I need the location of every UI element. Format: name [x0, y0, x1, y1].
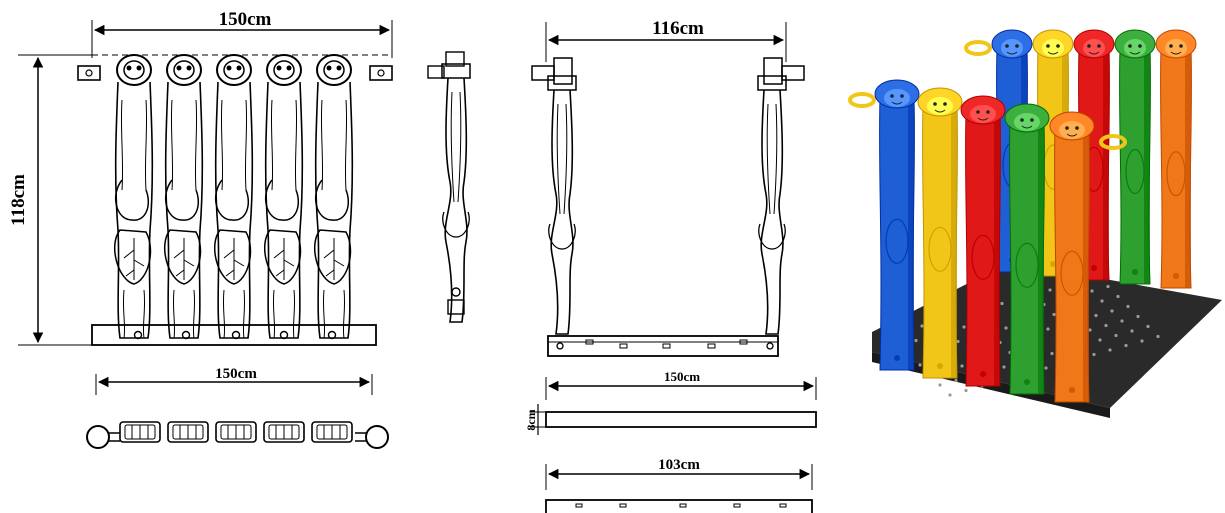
- top-view: 150cm: [86, 366, 389, 449]
- back-panel-4: [1114, 29, 1156, 285]
- front-panel-2: [163, 54, 204, 339]
- top-module-1: [119, 421, 161, 443]
- board-hole: [1046, 327, 1050, 331]
- front-panel-render-4: [1004, 103, 1050, 395]
- board-hole: [956, 339, 960, 344]
- front-base: [91, 324, 377, 346]
- board-hole: [1110, 309, 1114, 313]
- board-hole: [1124, 343, 1128, 348]
- board-hole: [1004, 326, 1008, 330]
- board-hole: [1156, 334, 1160, 339]
- left-handle: [77, 65, 101, 81]
- board-hole: [1106, 284, 1110, 289]
- board-hole: [1130, 329, 1134, 333]
- front-panels: [113, 54, 354, 339]
- top-left-handle: [86, 425, 110, 449]
- right-handle: [369, 65, 393, 81]
- front-height-label: 118cm: [8, 174, 29, 226]
- board-hole: [964, 388, 968, 393]
- side-width-label: 116cm: [652, 18, 704, 39]
- base-bar-2-view: 103cm: [545, 457, 813, 513]
- front-panel-5: [313, 54, 354, 339]
- side-left-post: [547, 75, 577, 335]
- front-panel-1: [113, 54, 154, 339]
- board-hole: [1094, 313, 1098, 318]
- board-hole: [1092, 352, 1096, 357]
- front-panel-render-5: [1049, 111, 1095, 403]
- board-hole: [1100, 299, 1104, 303]
- board-hole: [1088, 328, 1092, 332]
- board-hole: [918, 363, 922, 367]
- front-left-handle: [848, 92, 876, 108]
- base-bar-2: [545, 499, 813, 513]
- board-hole: [1114, 333, 1118, 338]
- board-hole: [1146, 324, 1150, 329]
- board-hole: [1048, 288, 1052, 292]
- board-hole: [1140, 339, 1144, 343]
- board-hole: [948, 393, 952, 397]
- front-right-handle: [1099, 134, 1127, 150]
- board-hole: [960, 364, 964, 368]
- board-hole: [1000, 301, 1004, 306]
- front-panel-render-2: [917, 87, 963, 379]
- board-hole: [1126, 304, 1130, 309]
- side-right-post: [757, 75, 787, 335]
- board-hole: [1044, 366, 1048, 370]
- front-panel-render-1: [874, 79, 920, 371]
- product-render: [848, 29, 1222, 418]
- top-module-5: [311, 421, 353, 443]
- board-hole: [1090, 289, 1094, 293]
- board-hole: [1116, 294, 1120, 299]
- base-bar-view: 150cm 8cm: [524, 369, 817, 435]
- base-board: [872, 262, 1222, 408]
- board-hole: [1136, 314, 1140, 319]
- board-hole: [1098, 338, 1102, 342]
- base2-length-label: 103cm: [658, 457, 700, 473]
- board-hole: [1050, 351, 1054, 356]
- top-module-4: [263, 421, 305, 443]
- board-hole: [1108, 348, 1112, 352]
- front-panel-3: [213, 54, 254, 339]
- board-hole: [1120, 319, 1124, 323]
- side-view: 116cm: [531, 18, 805, 357]
- base-height-label: 8cm: [524, 409, 538, 430]
- side-base: [547, 335, 779, 357]
- base-bar: [545, 411, 817, 428]
- board-hole: [938, 383, 942, 387]
- front-view: 150cm 118cm: [8, 9, 393, 346]
- board-hole: [914, 338, 918, 343]
- back-panel-5: [1155, 29, 1197, 289]
- board-hole: [1052, 312, 1056, 317]
- back-left-handle: [964, 40, 992, 56]
- side-profile-view: [427, 51, 471, 323]
- board-hole: [920, 324, 924, 328]
- top-width-label: 150cm: [215, 366, 257, 382]
- board-hole: [1002, 365, 1006, 369]
- side-profile-panel: [441, 63, 471, 323]
- board-hole: [1104, 323, 1108, 328]
- front-width-label: 150cm: [219, 9, 272, 30]
- board-hole: [954, 378, 958, 383]
- front-panel-4: [263, 54, 304, 339]
- top-module-2: [167, 421, 209, 443]
- top-module-3: [215, 421, 257, 443]
- front-panel-render-3: [960, 95, 1006, 387]
- base-length-label: 150cm: [664, 369, 700, 384]
- top-right-handle: [365, 425, 389, 449]
- board-hole: [962, 325, 966, 329]
